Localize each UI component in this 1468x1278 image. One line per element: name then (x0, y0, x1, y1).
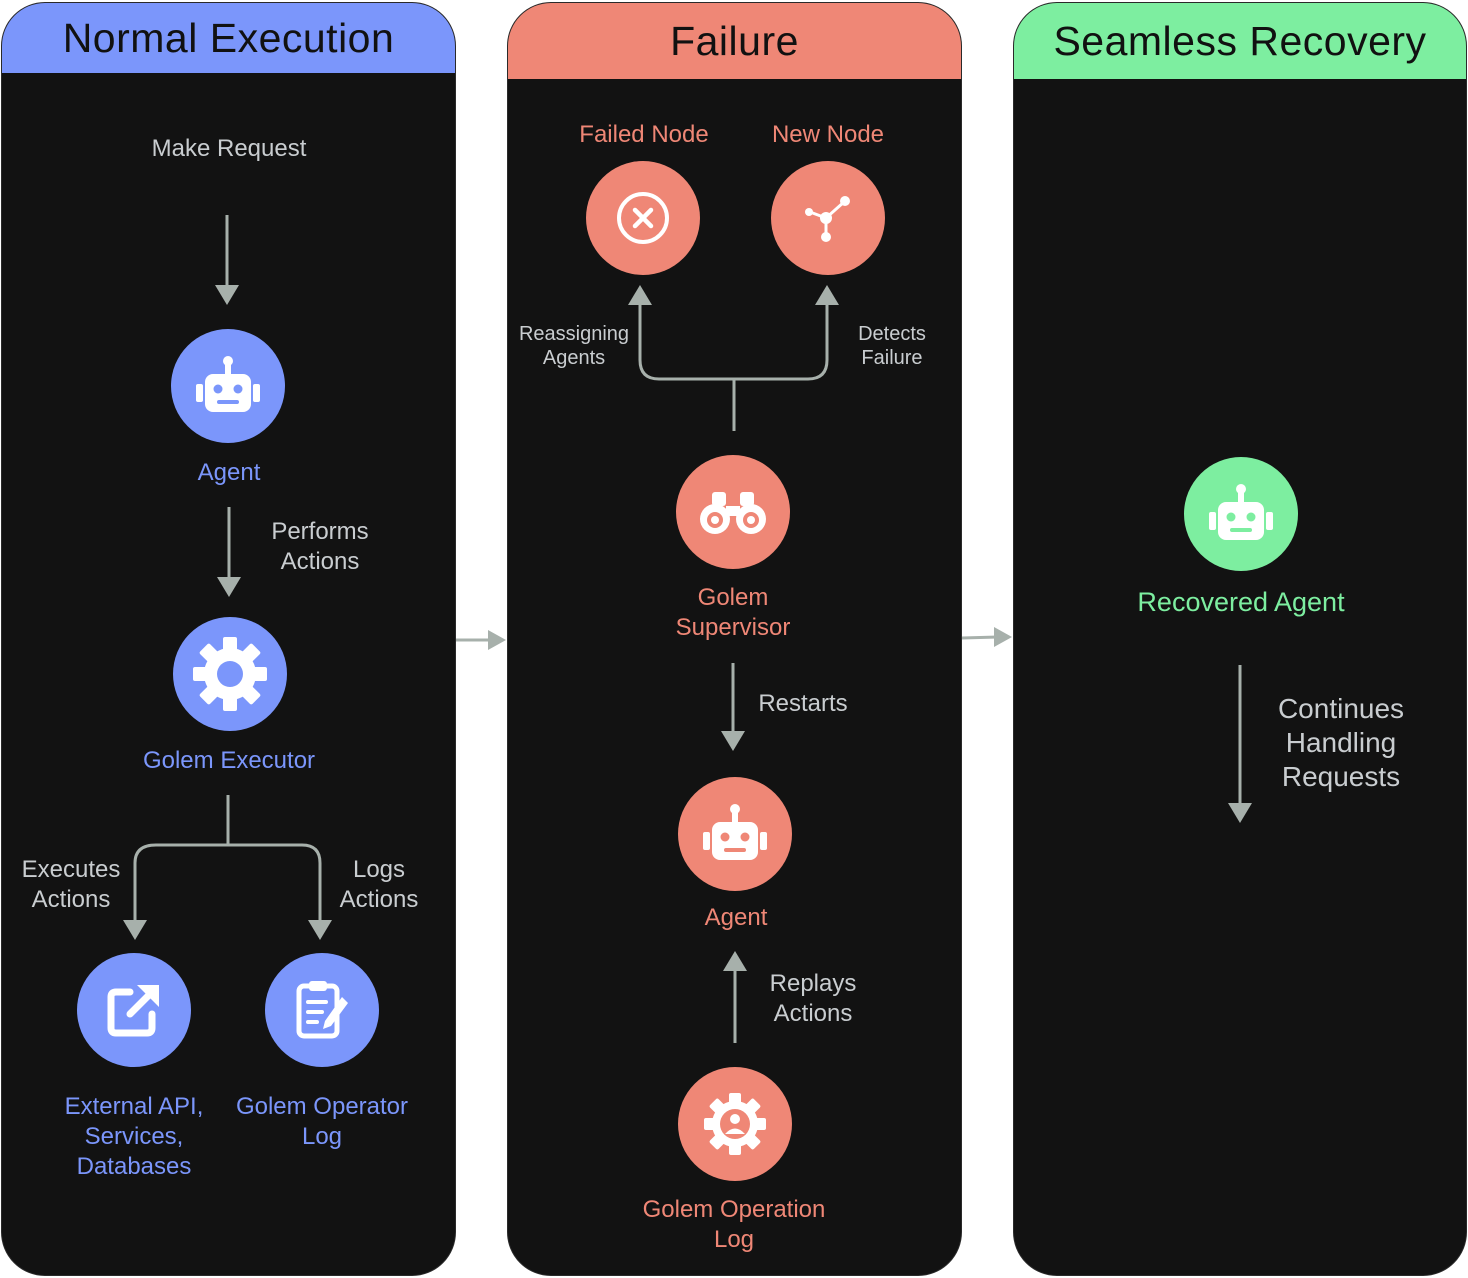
failure-flow-arrows (628, 285, 839, 1043)
executes-actions-label: Executes Actions (21, 856, 121, 913)
gear-icon (193, 637, 267, 711)
close-circle-icon (617, 192, 669, 244)
external-link-icon (107, 985, 159, 1037)
restarts-label: Restarts (758, 690, 848, 717)
failure-title: Failure (508, 3, 961, 79)
external-api-label: External API, Services, Databases (64, 1093, 204, 1180)
replays-actions-label: Replays Actions (769, 970, 857, 1027)
golem-executor-node[interactable] (173, 617, 287, 731)
golem-operator-log-node[interactable] (265, 953, 379, 1067)
golem-supervisor-label: Golem Supervisor (675, 584, 791, 641)
new-node[interactable] (771, 161, 885, 275)
external-api-node[interactable] (77, 953, 191, 1067)
clipboard-icon (296, 981, 348, 1039)
detects-failure-label: Detects Failure (858, 323, 926, 369)
failed-node-label: Failed Node (579, 121, 709, 148)
binoculars-icon (700, 492, 766, 534)
performs-actions-label: Performs Actions (271, 518, 369, 575)
recovery-flow-arrows (1228, 665, 1252, 823)
seamless-recovery-panel: Seamless Recovery Recovered Agent Contin… (1013, 2, 1467, 1276)
network-node-icon (805, 196, 850, 242)
golem-operation-log-label: Golem Operation Log (642, 1196, 826, 1253)
logs-actions-label: Logs Actions (339, 856, 419, 913)
agent-node[interactable] (171, 329, 285, 443)
seamless-recovery-title: Seamless Recovery (1014, 3, 1466, 79)
gear-user-icon (704, 1093, 766, 1155)
normal-execution-title: Normal Execution (2, 3, 455, 73)
agent-label: Agent (197, 459, 261, 486)
reassigning-agents-label: Reassigning Agents (518, 323, 630, 369)
normal-execution-panel: Normal Execution Make Request Agent Perf… (1, 2, 456, 1276)
golem-operation-log-node[interactable] (678, 1067, 792, 1181)
arrow-to-failure (488, 630, 506, 650)
continues-handling-label: Continues Handling Requests (1277, 693, 1405, 792)
failure-agent-node[interactable] (678, 777, 792, 891)
robot-icon (703, 804, 767, 860)
golem-supervisor-node[interactable] (676, 455, 790, 569)
normal-flow-arrows (123, 215, 332, 940)
robot-icon (196, 356, 260, 412)
arrow-to-recovery (994, 627, 1012, 647)
recovered-agent-node[interactable] (1184, 457, 1298, 571)
golem-operator-log-label: Golem Operator Log (235, 1093, 409, 1150)
new-node-label: New Node (771, 121, 885, 148)
make-request-label: Make Request (151, 135, 307, 162)
failure-panel: Failure Failed Node New Node (507, 2, 962, 1276)
failed-node[interactable] (586, 161, 700, 275)
failure-agent-label: Agent (704, 904, 768, 931)
golem-executor-label: Golem Executor (142, 747, 316, 774)
recovered-agent-label: Recovered Agent (1137, 587, 1345, 617)
robot-icon (1209, 484, 1273, 540)
